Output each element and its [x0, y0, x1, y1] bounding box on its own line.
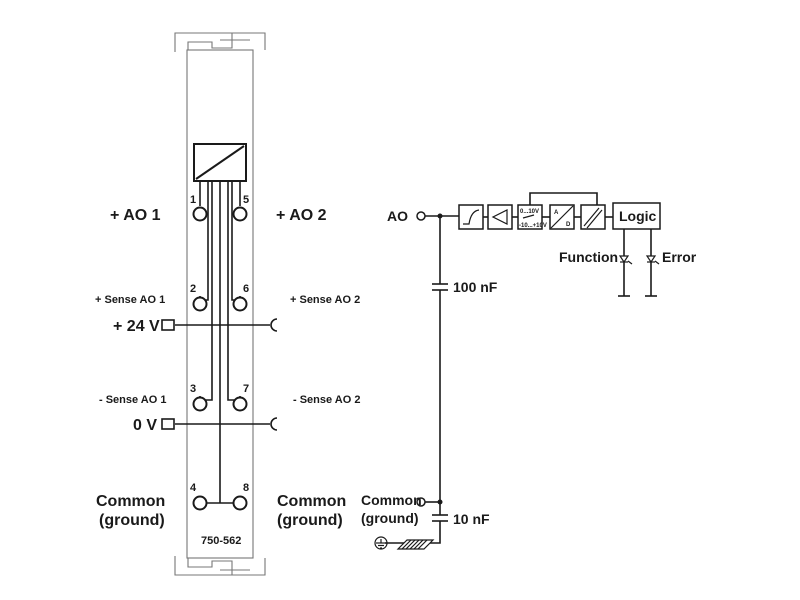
capacitor-icon — [432, 283, 448, 291]
label-common-right-1: Common — [277, 493, 346, 510]
label-cap-100nf: 100 nF — [453, 279, 498, 295]
terminals — [192, 206, 248, 511]
label-common-left-1: Common — [96, 493, 165, 510]
label-sense-ao2-neg: - Sense AO 2 — [293, 394, 360, 406]
label-sense-ao1-pos: + Sense AO 1 — [95, 294, 165, 306]
power-contact-0v-left — [161, 418, 175, 430]
power-contact-24v-right — [270, 318, 278, 332]
power-contact-0v-right — [270, 417, 278, 431]
label-ao1: + AO 1 — [110, 207, 161, 224]
label-sense-ao1-neg: - Sense AO 1 — [99, 394, 166, 406]
terminal-number-7: 7 — [243, 383, 249, 395]
terminal-1[interactable] — [192, 206, 208, 222]
label-cap-10nf: 10 nF — [453, 511, 490, 527]
label-error: Error — [662, 249, 697, 265]
adc-d-label: D — [566, 222, 571, 228]
isolation-block — [193, 143, 247, 182]
label-function: Function — [559, 249, 618, 265]
terminal-5[interactable] — [232, 206, 248, 222]
terminal-number-5: 5 — [243, 194, 249, 206]
filter-icon — [458, 204, 484, 230]
label-24v: + 24 V — [113, 318, 160, 335]
amplifier-icon — [487, 204, 513, 230]
module-labels-right: + AO 2 + Sense AO 2 - Sense AO 2 Common … — [276, 207, 360, 529]
module-housing — [174, 32, 266, 576]
terminal-8[interactable] — [232, 495, 248, 511]
part-number: 750-562 — [201, 535, 241, 547]
module-labels-left: + AO 1 + Sense AO 1 + 24 V - Sense AO 1 … — [95, 207, 166, 529]
label-sense-ao2-pos: + Sense AO 2 — [290, 294, 360, 306]
terminal-numbers: 1 5 2 6 3 7 4 8 — [190, 194, 249, 494]
adc-a-label: A — [554, 210, 559, 216]
logic-block: Logic — [612, 202, 661, 230]
switch-icon: 0...10V -10...+10V — [517, 204, 547, 230]
circuit-diagram: AO 100 nF Common (ground) 10 nF — [361, 192, 697, 550]
internal-wiring — [175, 181, 270, 504]
ao-terminal — [416, 211, 426, 221]
terminal-7[interactable] — [232, 396, 248, 412]
isolation-icon — [580, 204, 606, 230]
label-ao2: + AO 2 — [276, 207, 327, 224]
terminal-number-8: 8 — [243, 482, 249, 494]
terminal-number-6: 6 — [243, 283, 249, 295]
label-common-left-2: (ground) — [99, 512, 165, 529]
adc-icon: A D — [549, 204, 575, 230]
terminal-number-2: 2 — [190, 283, 196, 295]
label-common-circuit-1: Common — [361, 492, 422, 508]
power-contacts — [161, 318, 278, 431]
terminal-number-4: 4 — [190, 482, 197, 494]
terminal-4[interactable] — [192, 495, 208, 511]
common-terminal — [416, 497, 426, 507]
terminal-2[interactable] — [192, 296, 208, 312]
range-bottom-label: -10...+10V — [519, 223, 547, 229]
chassis-ground-icon — [396, 539, 435, 550]
terminal-number-3: 3 — [190, 383, 196, 395]
label-common-right-2: (ground) — [277, 512, 343, 529]
led-icon — [645, 255, 660, 265]
label-ao: AO — [387, 208, 408, 224]
capacitor-icon — [432, 514, 448, 522]
terminal-number-1: 1 — [190, 194, 196, 206]
ground-icon — [374, 536, 388, 550]
range-top-label: 0...10V — [520, 209, 539, 215]
terminal-3[interactable] — [192, 396, 208, 412]
label-0v: 0 V — [133, 417, 157, 434]
label-common-circuit-2: (ground) — [361, 510, 419, 526]
power-contact-24v-left — [161, 319, 175, 331]
led-icon — [618, 255, 633, 265]
logic-label: Logic — [619, 208, 657, 224]
terminal-6[interactable] — [232, 296, 248, 312]
